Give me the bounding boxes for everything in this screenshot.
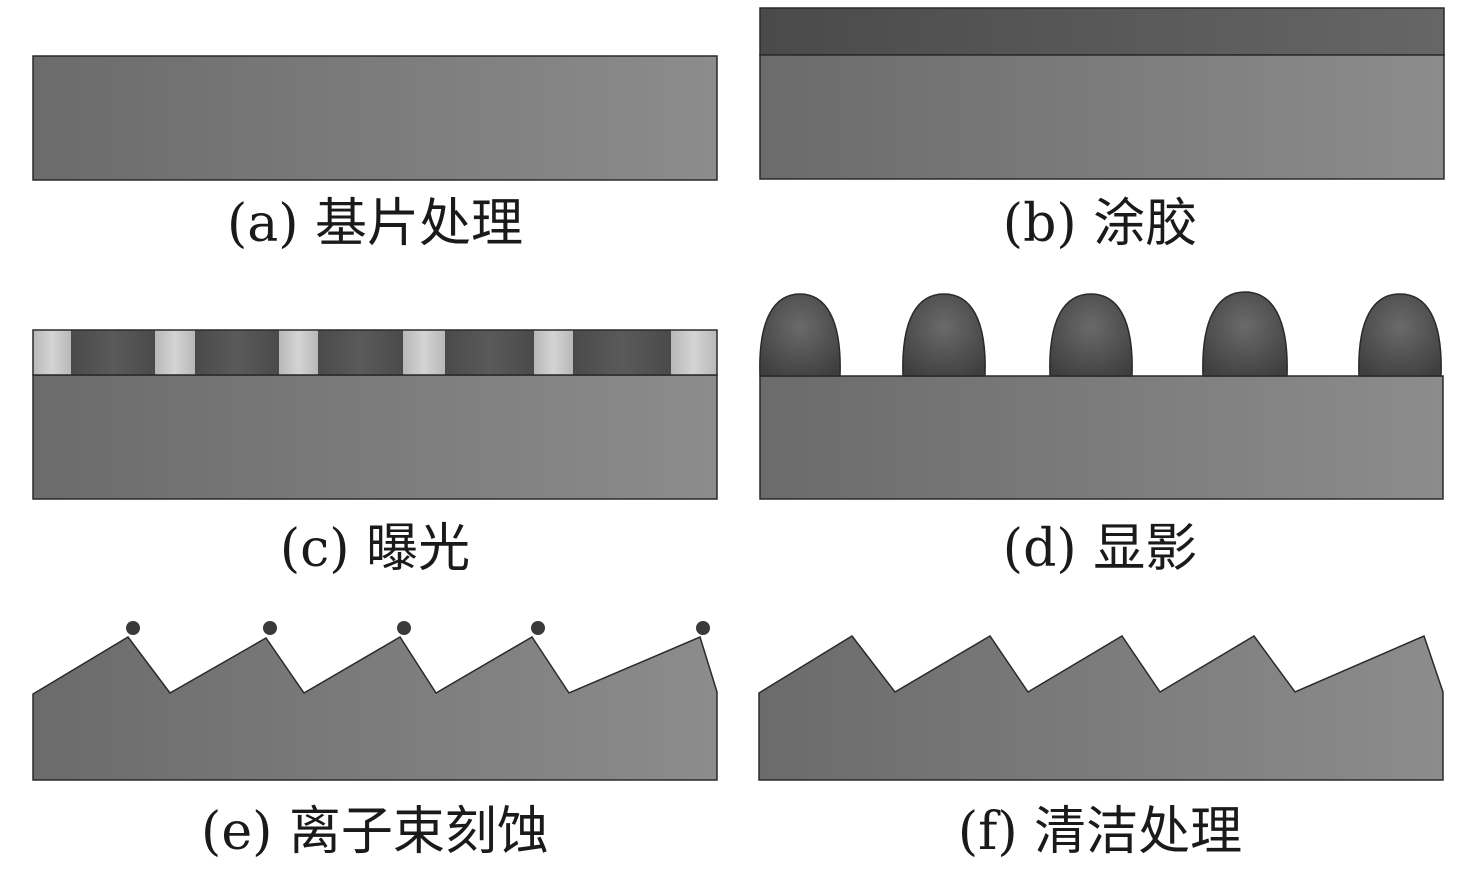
exposed-region xyxy=(155,330,195,375)
exposed-region xyxy=(671,330,717,375)
substrate-block xyxy=(32,55,718,181)
panel-f-cleaning xyxy=(758,634,1444,781)
resist-bump xyxy=(759,293,841,377)
caption-c: (c) 曝光 xyxy=(279,519,471,579)
exposed-region xyxy=(279,330,318,375)
panel-b-coating xyxy=(759,7,1445,180)
masked-region xyxy=(195,330,279,375)
resist-bump xyxy=(1358,293,1442,377)
resist-bump xyxy=(1202,291,1288,377)
panel-a-substrate-processing xyxy=(32,55,718,181)
resist-bump xyxy=(902,293,986,377)
residual-resist-dot xyxy=(696,621,710,635)
caption-e: (e) 离子束刻蚀 xyxy=(201,802,549,862)
exposed-region xyxy=(534,330,573,375)
masked-region xyxy=(71,330,155,375)
panel-c-exposure xyxy=(32,329,718,500)
masked-region xyxy=(573,330,671,375)
resist-outline xyxy=(32,329,718,376)
resist-bump xyxy=(1049,293,1133,377)
etched-substrate xyxy=(32,635,718,781)
substrate-block xyxy=(759,375,1444,500)
panel-e-ion-beam-etching xyxy=(32,621,718,781)
masked-region xyxy=(445,330,534,375)
residual-resist-dot xyxy=(263,621,277,635)
caption-d: (d) 显影 xyxy=(1002,519,1198,579)
caption-b: (b) 涂胶 xyxy=(1002,194,1198,254)
exposed-region xyxy=(403,330,445,375)
substrate-block xyxy=(759,54,1445,180)
grating-substrate xyxy=(758,634,1444,781)
masked-region xyxy=(318,330,403,375)
resist-layer xyxy=(759,7,1445,56)
residual-resist-dot xyxy=(531,621,545,635)
panel-d-development xyxy=(759,291,1444,500)
residual-resist-dot xyxy=(126,621,140,635)
caption-a: (a) 基片处理 xyxy=(226,194,524,254)
residual-resist-dot xyxy=(397,621,411,635)
substrate-block xyxy=(32,374,718,500)
caption-f: (f) 清洁处理 xyxy=(957,802,1243,862)
exposed-region xyxy=(33,330,71,375)
